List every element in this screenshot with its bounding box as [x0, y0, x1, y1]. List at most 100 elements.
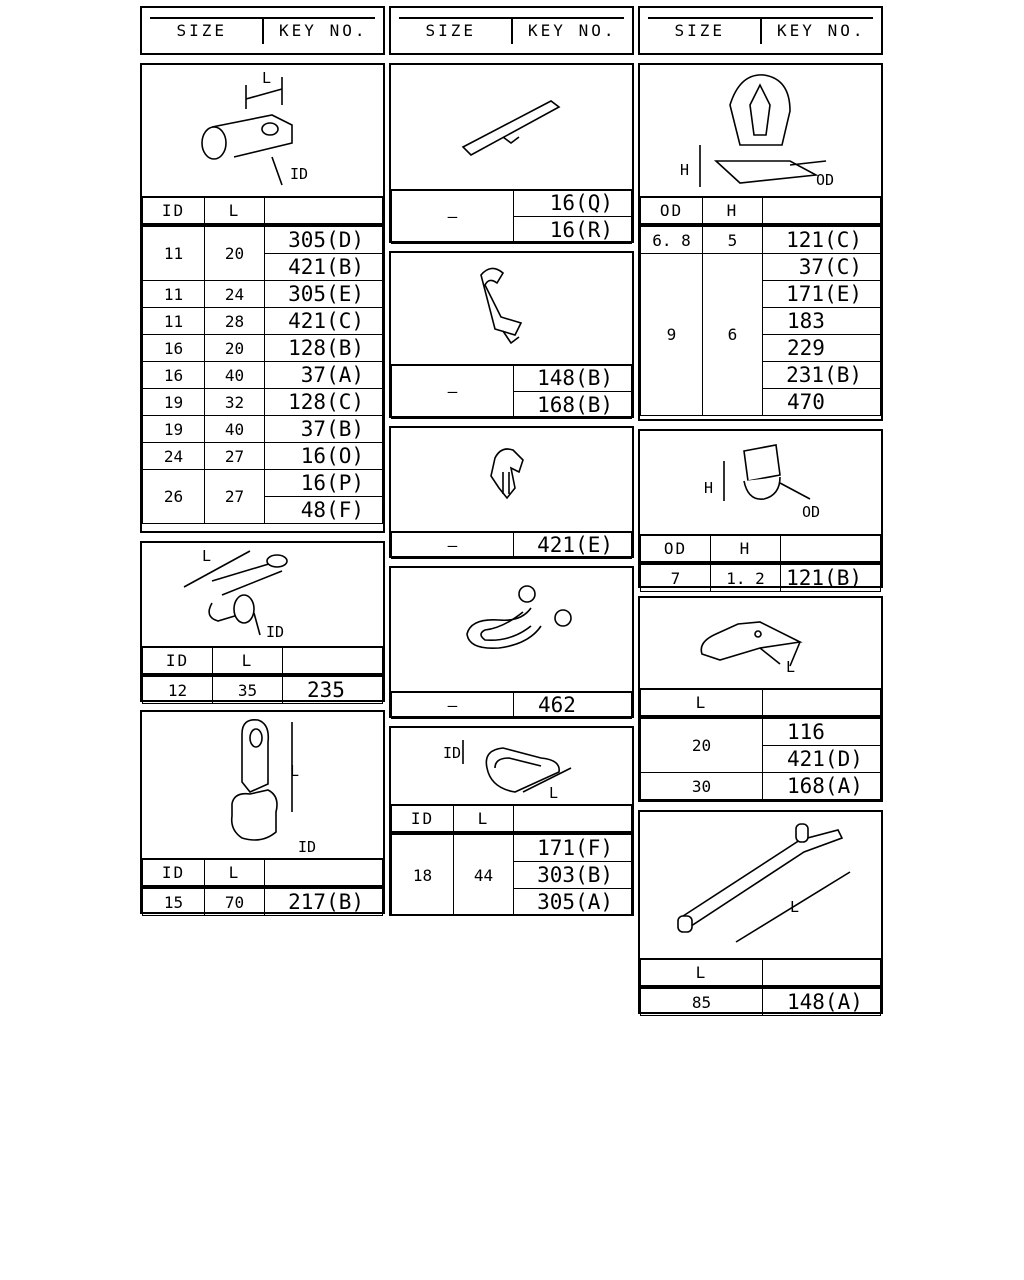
small-clip-table: –421(E) [391, 531, 632, 559]
key-no-cell: 171(F) [513, 832, 632, 862]
header-rule [150, 17, 375, 19]
header-rule [399, 17, 624, 19]
table-row: 171(E) [641, 280, 881, 308]
size-cell: – [391, 691, 514, 719]
key-no-cell: 421(D) [762, 745, 881, 773]
header-size: SIZE [176, 21, 228, 40]
key-no-cell: 470 [762, 388, 881, 416]
key-no-cell: 229 [762, 334, 881, 362]
table-row: 168(B) [392, 391, 632, 419]
panel-flat-strap: –16(Q) 16(R) [389, 63, 634, 244]
key-no-cell: 148(A) [762, 986, 881, 1016]
flat-strap-table: –16(Q) 16(R) [391, 189, 632, 244]
key-no-cell: 37(B) [264, 415, 383, 443]
key-no-cell: 168(B) [513, 391, 632, 419]
size-cell [264, 196, 383, 227]
size-cell: 20 [204, 224, 265, 281]
key-no-cell: 305(A) [513, 888, 632, 916]
header-key-no: KEY NO. [261, 17, 384, 44]
key-no-cell: 305(D) [264, 224, 383, 254]
header-col1: SIZE KEY NO. [140, 6, 385, 55]
table-row: –421(E) [391, 531, 632, 559]
dim-l-label: L [290, 762, 299, 780]
dim-id-label: ID [266, 623, 284, 641]
push-clip-drawing: H OD [640, 65, 881, 198]
size-cell: OD [640, 534, 711, 565]
small-push-clip-drawing: H OD [640, 431, 881, 536]
size-cell: 15 [142, 886, 205, 916]
size-cell: 70 [204, 886, 265, 916]
col-id: ID [142, 196, 205, 227]
key-no-cell: 148(B) [513, 364, 632, 392]
dim-l-label: L [549, 784, 558, 802]
key-no-cell: 48(F) [264, 496, 383, 524]
loop-tie-drawing [391, 568, 632, 693]
small-clip-drawing [391, 428, 632, 533]
panel-loop-tie: –462 [389, 566, 634, 719]
key-no-cell: 128(B) [264, 334, 383, 362]
key-no-cell: 462 [513, 691, 632, 719]
panel-small-clip: –421(E) [389, 426, 634, 559]
dim-l-label: L [790, 898, 799, 916]
size-cell: L [640, 688, 763, 719]
hook-clip-drawing [391, 253, 632, 366]
size-cell: ID [391, 804, 454, 835]
size-cell: 40 [204, 415, 265, 443]
size-cell: L [453, 804, 514, 835]
key-no-cell: 116 [762, 716, 881, 746]
size-cell: 6. 8 [640, 224, 703, 254]
size-cell: H [710, 534, 781, 565]
hook-clip-table: –148(B) 168(B) [391, 364, 632, 419]
key-no-cell: 303(B) [513, 861, 632, 889]
long-strap-drawing: L [640, 812, 881, 960]
key-no-cell: 121(B) [780, 562, 881, 592]
size-cell: L [212, 646, 283, 677]
key-no-cell: 305(E) [264, 280, 383, 308]
key-no-cell: 217(B) [264, 886, 383, 916]
key-no-cell: 37(C) [762, 253, 881, 281]
size-cell: 85 [640, 986, 763, 1016]
key-no-cell: 171(E) [762, 280, 881, 308]
key-no-cell: 16(Q) [513, 189, 632, 217]
key-no-cell: 421(B) [264, 253, 383, 281]
flat-strap-drawing [391, 65, 632, 191]
size-cell: 5 [702, 224, 763, 254]
size-cell: 18 [391, 832, 454, 916]
size-cell: 30 [640, 772, 763, 800]
size-cell: 40 [204, 361, 265, 389]
size-cell [264, 858, 383, 889]
dim-od-label: OD [802, 503, 820, 521]
size-cell: 9 [640, 253, 703, 416]
key-no-cell: 121(C) [762, 224, 881, 254]
dim-id-label: ID [443, 744, 461, 762]
table-row: 421(B) [143, 253, 383, 281]
size-cell: 7 [640, 562, 711, 592]
key-no-cell: 421(C) [264, 307, 383, 335]
size-cell: 24 [204, 280, 265, 308]
size-cell: ID [142, 858, 205, 889]
size-cell: 32 [204, 388, 265, 416]
dim-h-label: H [704, 479, 713, 497]
table-row: 303(B) [392, 861, 632, 889]
size-cell: L [640, 958, 763, 989]
size-cell: 44 [453, 832, 514, 916]
panel-hook-clip: –148(B) 168(B) [389, 251, 634, 419]
